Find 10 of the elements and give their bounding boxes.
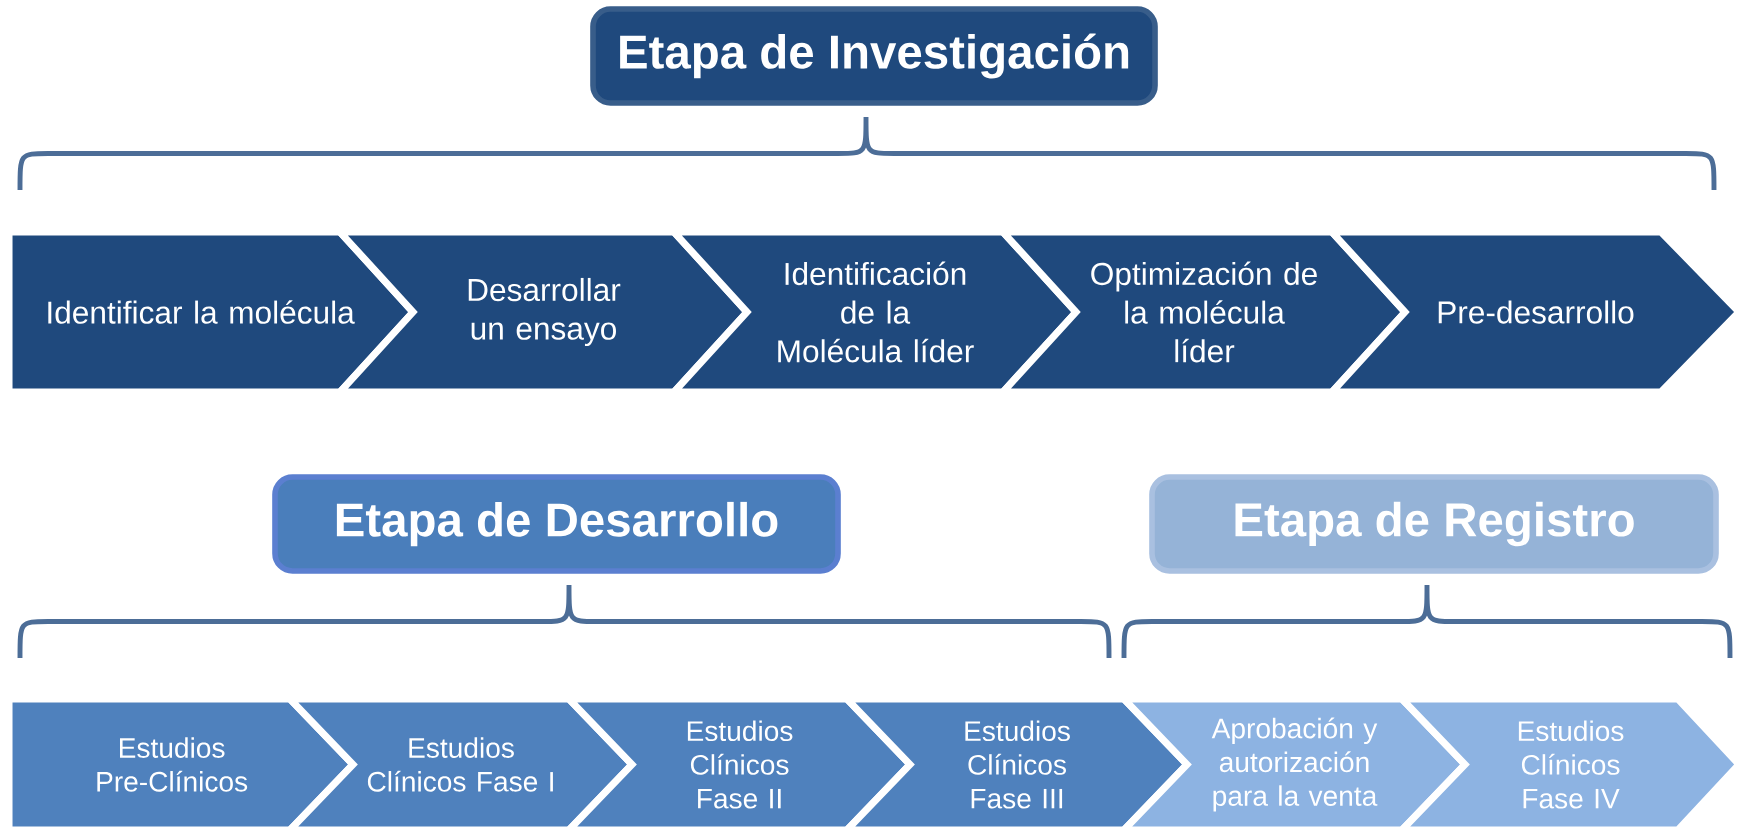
stage-header-box: Etapa de Investigación: [590, 6, 1158, 106]
node-label: Estudios Clínicos Fase IV: [1518, 720, 1624, 809]
node-label: Aprobación y autorización para la venta: [1211, 717, 1378, 812]
node-label: Pre-desarrollo: [1438, 300, 1634, 324]
node-label: Estudios Pre-Clínicos: [97, 737, 248, 792]
stage-header-box: Etapa de Desarrollo: [272, 474, 841, 574]
stage-header-box: Etapa de Registro: [1149, 474, 1719, 574]
node-label: Estudios Clínicos Fase I: [367, 737, 553, 792]
node-label: Estudios Clínicos Fase III: [965, 720, 1070, 809]
node-label: Estudios Clínicos Fase II: [687, 720, 793, 809]
